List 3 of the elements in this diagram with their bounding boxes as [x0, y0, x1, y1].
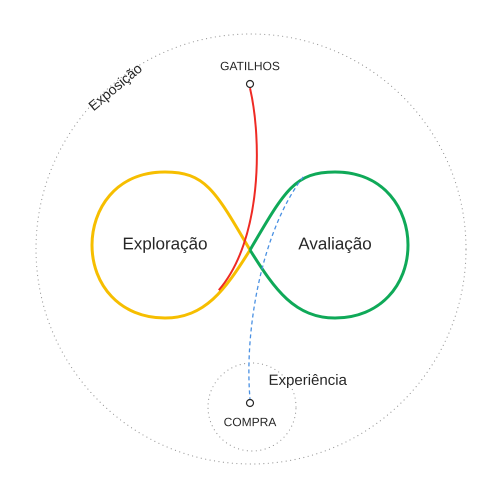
loop: Exploração: [90, 170, 252, 320]
loop: Avaliação: [248, 170, 410, 320]
connector-line: [248, 176, 304, 399]
